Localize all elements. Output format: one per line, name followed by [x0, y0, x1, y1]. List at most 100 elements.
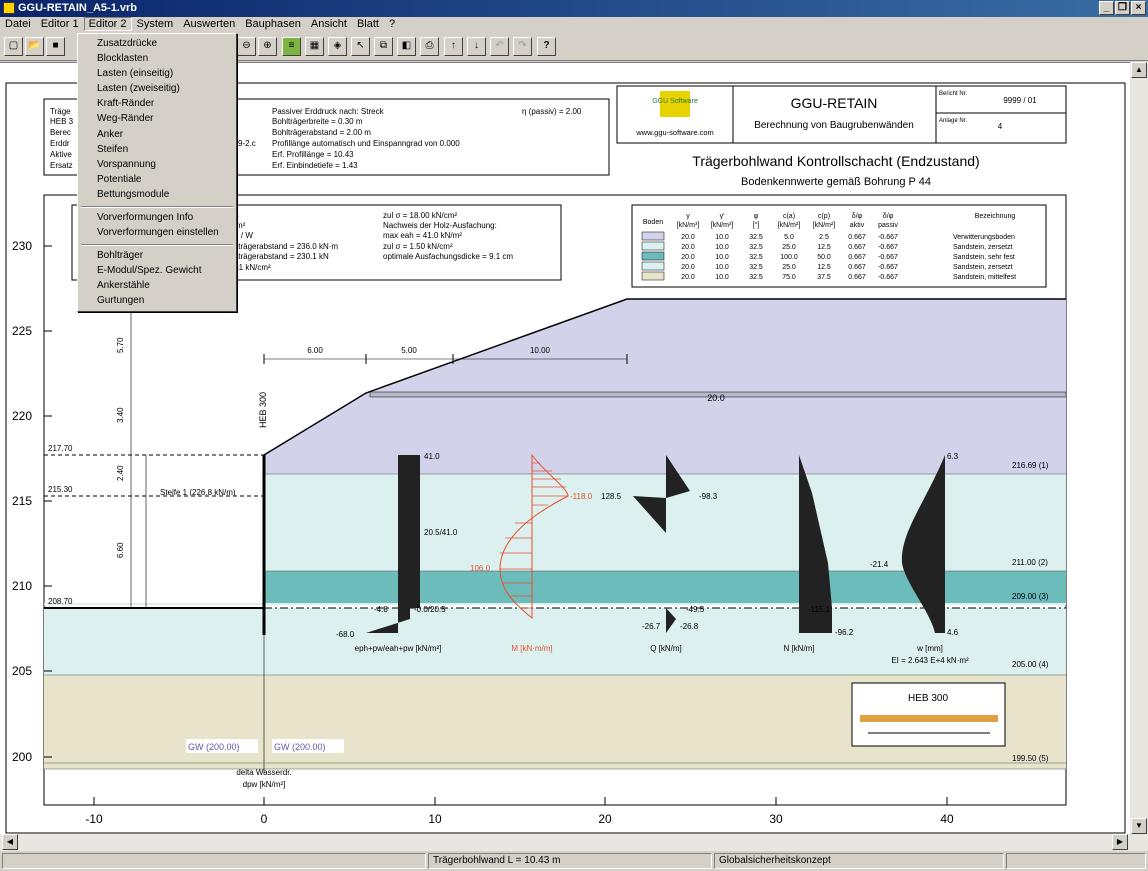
dim-v: 3.40 [116, 407, 125, 423]
pointer-icon[interactable]: ↖ [351, 37, 370, 56]
calc-line: max eah = 41.0 kN/m² [383, 231, 462, 240]
menu-item-anker[interactable]: Anker [97, 129, 124, 140]
dim-h: 10.00 [530, 346, 551, 355]
menu-item-weg-raender[interactable]: Weg-Ränder [97, 113, 154, 124]
bericht-label: Bericht Nr. [939, 91, 967, 97]
open-folder-icon[interactable]: 📂 [25, 37, 44, 56]
menu-blatt[interactable]: Blatt [356, 18, 379, 30]
soil-swatch [641, 231, 665, 241]
strut-label: Steife 1 (226.8 kN/m) [160, 488, 236, 497]
soil-header: c(a) [783, 213, 795, 220]
menu-separator [81, 206, 233, 208]
arrow-up-icon[interactable]: ↑ [444, 37, 463, 56]
deflection-diagram [901, 455, 945, 633]
soil-cell: 0.667 [848, 234, 866, 241]
menu-help[interactable]: ? [388, 18, 396, 30]
layer-3 [264, 571, 1066, 603]
menu-item-bohltraeger[interactable]: Bohlträger [97, 250, 144, 261]
menu-item-steifen[interactable]: Steifen [97, 144, 129, 155]
menu-system[interactable]: System [136, 18, 174, 30]
menu-item-vorverformungen-einstellen[interactable]: Vorverformungen einstellen [97, 227, 219, 238]
menu-item-vorspannung[interactable]: Vorspannung [97, 159, 156, 170]
soil-cell: 25.0 [782, 264, 796, 271]
menu-item-zusatzdruecke[interactable]: Zusatzdrücke [97, 38, 158, 49]
eta-passiv: η (passiv) = 2.00 [522, 107, 582, 116]
soil-header: Bezeichnung [975, 213, 1016, 220]
soil-cell: 2.5 [819, 234, 829, 241]
zoom-out-icon[interactable]: ⊖ [237, 37, 256, 56]
horizontal-scrollbar[interactable]: ◀ ▶ [0, 834, 1148, 851]
scroll-down-icon[interactable]: ▼ [1131, 818, 1147, 834]
menu-auswerten[interactable]: Auswerten [183, 18, 236, 30]
menu-item-kraft-raender[interactable]: Kraft-Ränder [97, 98, 155, 109]
export-icon[interactable]: ◧ [397, 37, 416, 56]
menu-ansicht[interactable]: Ansicht [310, 18, 347, 30]
close-button[interactable]: × [1131, 1, 1146, 15]
save-disk-icon[interactable]: ■ [46, 37, 65, 56]
menu-item-gurtungen[interactable]: Gurtungen [97, 295, 145, 306]
drawing-title: Trägerbohlwand Kontrollschacht (Endzusta… [692, 153, 979, 169]
website: www.ggu-software.com [635, 128, 714, 137]
layer-4 [44, 608, 1066, 675]
menu-item-lasten-einseitig[interactable]: Lasten (einseitig) [97, 68, 174, 79]
zoom-in-icon[interactable]: ⊕ [258, 37, 277, 56]
pressure-diagram [366, 455, 420, 633]
pressure-value: 20.5/41.0 [424, 528, 458, 537]
drawing-subtitle: Bodenkennwerte gemäß Bohrung P 44 [741, 176, 931, 188]
soil-cell: 32.5 [749, 274, 763, 281]
menu-item-vorverformungen-info[interactable]: Vorverformungen Info [97, 212, 194, 223]
redo-icon[interactable]: ↷ [513, 37, 532, 56]
menu-item-potentiale[interactable]: Potentiale [97, 174, 142, 185]
x-tick: 0 [261, 812, 268, 826]
undo-icon[interactable]: ↶ [490, 37, 509, 56]
table-icon[interactable]: ▦ [305, 37, 324, 56]
x-tick: 40 [940, 812, 954, 826]
info-frag: HEB 3 [50, 117, 74, 126]
paint-icon[interactable]: ◈ [328, 37, 347, 56]
menu-datei[interactable]: Datei [5, 18, 31, 30]
soil-name: Sandstein, sehr fest [953, 254, 1015, 261]
print-icon[interactable]: ⎙ [420, 37, 439, 56]
menu-editor2[interactable]: Editor 2 [83, 17, 132, 31]
dim-v: 6.60 [116, 542, 125, 558]
menu-item-blocklasten[interactable]: Blocklasten [97, 53, 149, 64]
vertical-scrollbar[interactable]: ▲ ▼ [1130, 62, 1148, 834]
menu-item-e-modul[interactable]: E-Modul/Spez. Gewicht [97, 265, 202, 276]
profile-label: HEB 300 [258, 392, 268, 428]
menu-item-ankerstaehle[interactable]: Ankerstähle [97, 280, 150, 291]
scroll-left-icon[interactable]: ◀ [2, 834, 18, 850]
shear-value: 128.5 [601, 492, 622, 501]
menu-editor1[interactable]: Editor 1 [40, 18, 79, 30]
restore-button[interactable]: ❐ [1115, 1, 1130, 15]
soil-swatch [641, 241, 665, 251]
info-line: Profillänge automatisch und Einspanngrad… [272, 139, 460, 148]
soil-cell: 10.0 [715, 264, 729, 271]
calc-line: Nachweis der Holz-Ausfachung: [383, 221, 497, 230]
soil-cell: 32.5 [749, 234, 763, 241]
soil-table [631, 204, 1047, 288]
calc-line: .61 kN/cm² [232, 263, 271, 272]
layers-icon[interactable]: ≡ [282, 37, 301, 56]
status-bar: Trägerbohlwand L = 10.43 m Globalsicherh… [0, 851, 1148, 871]
soil-header: δ/φ [852, 213, 863, 220]
copy-icon[interactable]: ⧉ [374, 37, 393, 56]
new-file-icon[interactable]: ▢ [4, 37, 23, 56]
soil-cell: 20.0 [681, 264, 695, 271]
menu-bauphasen[interactable]: Bauphasen [245, 18, 301, 30]
ei-value: EI = 2.643 E+4 kN·m² [891, 656, 969, 665]
scroll-up-icon[interactable]: ▲ [1131, 62, 1147, 78]
menu-item-lasten-zweiseitig[interactable]: Lasten (zweiseitig) [97, 83, 180, 94]
soil-header: c(p) [818, 213, 830, 220]
soil-cell: 20.0 [681, 254, 695, 261]
layer-label: 216.69 (1) [1012, 461, 1049, 470]
soil-cell: 10.0 [715, 244, 729, 251]
menu-item-bettungsmodule[interactable]: Bettungsmodule [97, 189, 170, 200]
minimize-button[interactable]: _ [1099, 1, 1114, 15]
info-frag: Aktive [50, 150, 72, 159]
help-button[interactable]: ? [537, 37, 556, 56]
scroll-right-icon[interactable]: ▶ [1112, 834, 1128, 850]
logo-text: GGU Software [652, 98, 698, 105]
soil-cell: 12.5 [817, 244, 831, 251]
x-tick: 10 [428, 812, 442, 826]
arrow-down-icon[interactable]: ↓ [467, 37, 486, 56]
